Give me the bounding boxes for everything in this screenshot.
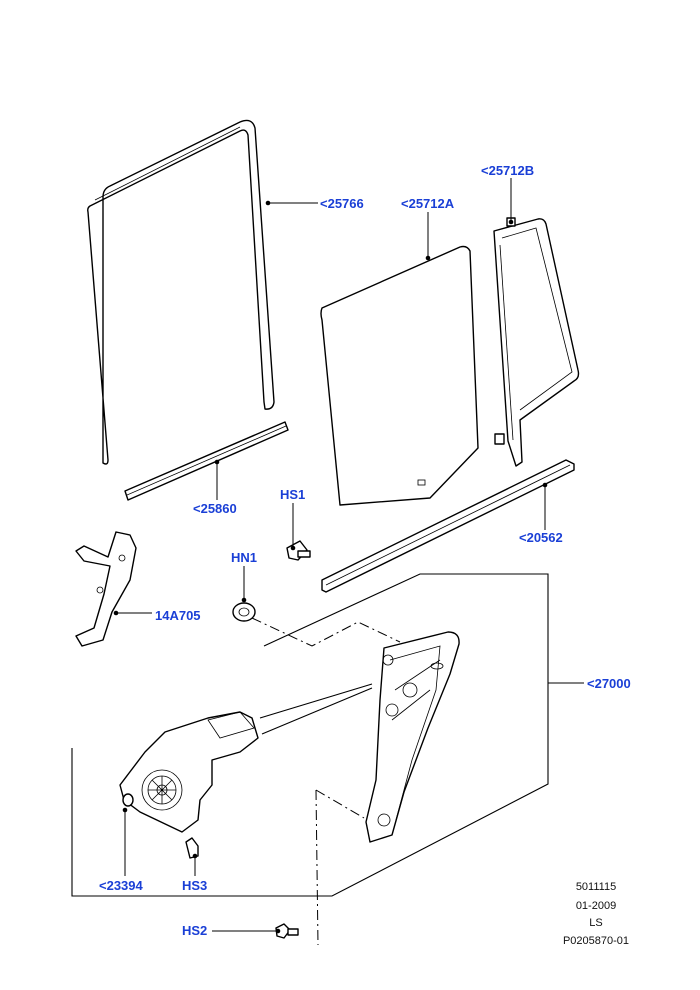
callout-hs1[interactable]: HS1 [280,487,305,502]
meta-ref-number: 5011115 [576,881,616,893]
glass-run-seal [87,119,275,465]
callout-25766[interactable]: <25766 [320,196,364,211]
alignment-line-regulator [315,789,365,819]
assembly-frame [71,573,549,897]
callout-25712b[interactable]: <25712B [481,163,534,178]
callout-hs2[interactable]: HS2 [182,923,207,938]
screw-hs3 [185,837,199,859]
callout-25860[interactable]: <25860 [193,501,237,516]
screw-hs2 [275,923,299,939]
leader-lines [113,178,584,934]
meta-illustration-id: P0205870-01 [563,935,629,947]
outer-belt-weatherstrip [321,459,575,593]
mounting-bracket [75,531,137,647]
alignment-line-upper [251,617,401,647]
callout-25712a[interactable]: <25712A [401,196,455,211]
callout-20562[interactable]: <20562 [519,530,563,545]
callout-23394[interactable]: <23394 [99,878,144,893]
callout-14a705[interactable]: 14A705 [155,608,201,623]
meta-date: 01-2009 [576,900,616,912]
nut-hn1 [232,602,256,622]
regulator-motor [119,711,259,833]
inner-belt-weatherstrip [124,421,289,501]
alignment-line-lower [315,789,319,946]
callout-27000[interactable]: <27000 [587,676,631,691]
window-regulator [365,631,460,843]
door-glass [320,245,479,506]
callout-hs3[interactable]: HS3 [182,878,207,893]
callout-hn1[interactable]: HN1 [231,550,257,565]
quarter-glass [493,217,580,467]
screw-hs1 [286,540,311,561]
meta-code: LS [589,917,602,929]
